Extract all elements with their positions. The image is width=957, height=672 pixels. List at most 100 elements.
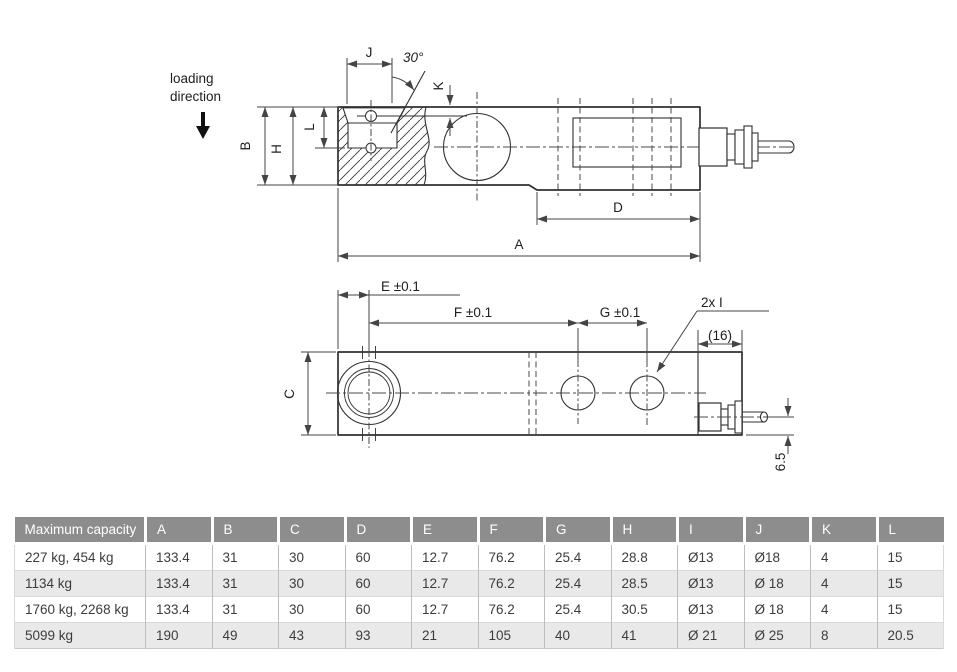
value-cell: 28.8 <box>611 543 678 571</box>
value-cell: 93 <box>345 622 412 649</box>
value-cell: Ø13 <box>677 596 745 623</box>
value-cell: 76.2 <box>478 570 545 597</box>
value-cell: 49 <box>212 622 279 649</box>
loading-direction-arrow-icon <box>196 112 210 139</box>
value-cell: 133.4 <box>145 543 213 571</box>
gauge-pocket <box>572 117 682 168</box>
value-cell: 12.7 <box>411 570 479 597</box>
value-cell: 133.4 <box>145 570 213 597</box>
value-cell: 30 <box>278 570 346 597</box>
cable-end <box>788 140 795 154</box>
dim-label-k: K <box>431 81 446 90</box>
value-cell: Ø13 <box>677 570 745 597</box>
value-cell: 15 <box>877 570 944 597</box>
header-i: I <box>677 517 746 545</box>
value-cell: 76.2 <box>478 596 545 623</box>
value-cell: Ø 18 <box>744 570 811 597</box>
table-header-row: Maximum capacity A B C D E F G H I J K L <box>14 517 944 545</box>
loading-direction-label-1: loading <box>170 71 214 86</box>
header-k: K <box>810 517 879 545</box>
header-b: B <box>212 517 280 545</box>
dim-label-h: H <box>269 144 284 154</box>
bottom-view-drawing: E ±0.1 F ±0.1 G ±0.1 2x I (16) C <box>282 279 794 471</box>
value-cell: 4 <box>810 543 878 571</box>
header-maximum-capacity: Maximum capacity <box>14 517 147 545</box>
value-cell: 60 <box>345 596 412 623</box>
value-cell: 21 <box>411 622 479 649</box>
value-cell: 30 <box>278 596 346 623</box>
dim-label-a: A <box>514 237 523 252</box>
dim-label-c: C <box>282 389 297 399</box>
capacity-cell: 1760 kg, 2268 kg <box>14 596 146 623</box>
dim-label-d: D <box>613 200 623 215</box>
dim-label-j: J <box>366 45 373 60</box>
gland-length-label: (16) <box>708 328 732 343</box>
angle-arc <box>391 76 415 91</box>
capacity-cell: 5099 kg <box>14 622 146 649</box>
header-j: J <box>744 517 812 545</box>
holes-leader <box>656 310 698 373</box>
cable-offset-label: 6.5 <box>773 453 788 472</box>
header-d: D <box>345 517 413 545</box>
value-cell: 30 <box>278 543 346 571</box>
value-cell: 28.5 <box>611 570 678 597</box>
value-cell: 4 <box>810 596 878 623</box>
dim-label-l: L <box>302 123 317 131</box>
header-l: L <box>877 517 944 545</box>
value-cell: Ø18 <box>744 543 811 571</box>
value-cell: 25.4 <box>544 570 612 597</box>
dimension-table: Maximum capacity A B C D E F G H I J K L… <box>14 517 944 649</box>
value-cell: 12.7 <box>411 596 479 623</box>
value-cell: 43 <box>278 622 346 649</box>
header-e: E <box>411 517 480 545</box>
value-cell: 60 <box>345 543 412 571</box>
value-cell: 20.5 <box>877 622 944 649</box>
value-cell: 12.7 <box>411 543 479 571</box>
side-view-drawing: loading direction <box>170 45 795 262</box>
value-cell: 190 <box>145 622 213 649</box>
value-cell: 31 <box>212 543 279 571</box>
capacity-cell: 1134 kg <box>14 570 146 597</box>
value-cell: Ø13 <box>677 543 745 571</box>
value-cell: 25.4 <box>544 543 612 571</box>
value-cell: Ø 21 <box>677 622 745 649</box>
header-h: H <box>611 517 679 545</box>
value-cell: Ø 25 <box>744 622 811 649</box>
value-cell: 25.4 <box>544 596 612 623</box>
value-cell: 40 <box>544 622 612 649</box>
value-cell: 60 <box>345 570 412 597</box>
dim-label-f: F ±0.1 <box>454 305 492 320</box>
holes-count-label: 2x I <box>701 295 723 310</box>
header-g: G <box>544 517 613 545</box>
value-cell: 30.5 <box>611 596 678 623</box>
dim-label-g: G ±0.1 <box>600 305 640 320</box>
break-line <box>423 106 430 186</box>
value-cell: 41 <box>611 622 678 649</box>
capacity-cell: 227 kg, 454 kg <box>14 543 146 571</box>
value-cell: 31 <box>212 596 279 623</box>
chamfer-angle-line <box>390 70 426 134</box>
value-cell: Ø 18 <box>744 596 811 623</box>
value-cell: 105 <box>478 622 545 649</box>
value-cell: 31 <box>212 570 279 597</box>
dim-label-b: B <box>238 141 253 150</box>
value-cell: 8 <box>810 622 878 649</box>
technical-drawing: loading direction <box>170 45 795 471</box>
value-cell: 15 <box>877 596 944 623</box>
value-cell: 76.2 <box>478 543 545 571</box>
value-cell: 15 <box>877 543 944 571</box>
header-a: A <box>145 517 214 545</box>
value-cell: 133.4 <box>145 596 213 623</box>
cable-gland-side <box>698 125 795 169</box>
value-cell: 4 <box>810 570 878 597</box>
angle-label: 30° <box>403 50 424 65</box>
dim-label-e: E ±0.1 <box>381 279 420 294</box>
loading-direction-label-2: direction <box>170 89 221 104</box>
header-c: C <box>278 517 347 545</box>
